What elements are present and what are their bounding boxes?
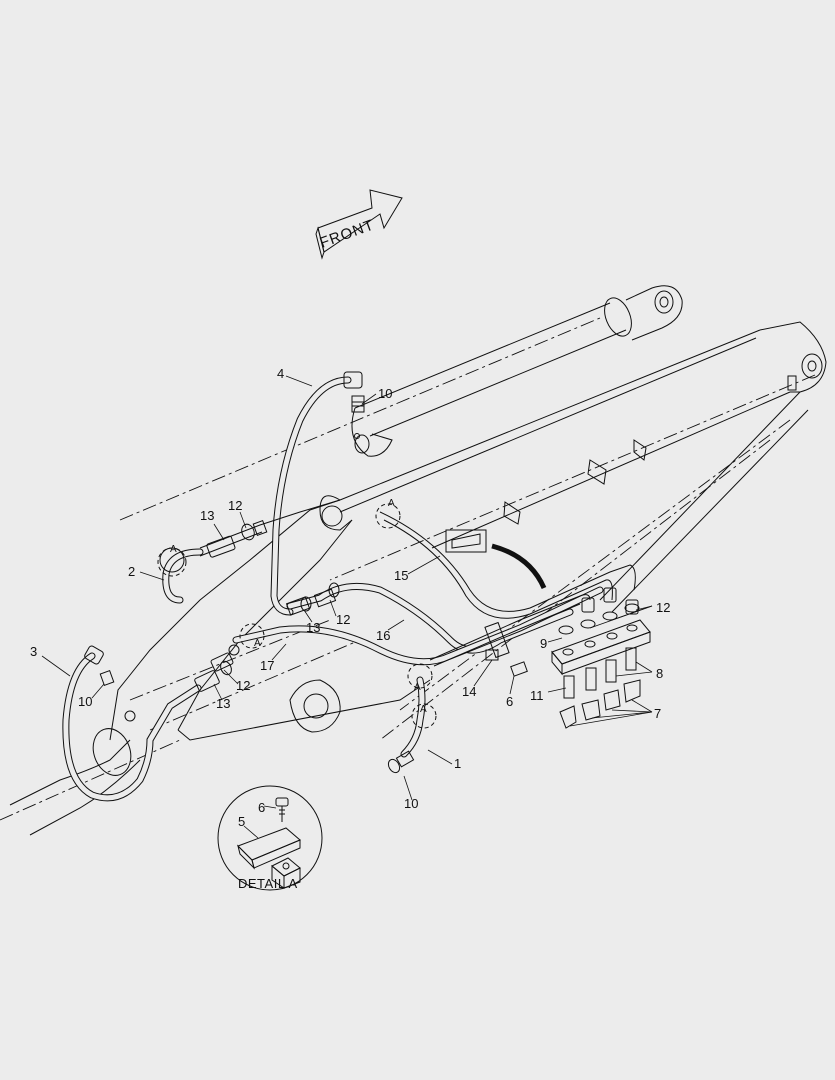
callout-10-left: 10 bbox=[78, 694, 92, 709]
leader-lines bbox=[41, 375, 653, 839]
callout-2: 2 bbox=[128, 564, 135, 579]
callout-labels: 4 10 12 13 2 3 10 12 13 13 12 15 16 17 1… bbox=[30, 366, 670, 829]
callout-10-bottom: 10 bbox=[404, 796, 418, 811]
ref-a-3: A bbox=[254, 638, 261, 649]
callout-13-lower: 13 bbox=[216, 696, 230, 711]
detail-a-label: DETAIL A bbox=[238, 876, 298, 891]
callout-12-middle: 12 bbox=[336, 612, 350, 627]
boom-foot bbox=[0, 710, 181, 836]
manifold-plate bbox=[510, 587, 651, 729]
hose-3 bbox=[62, 644, 240, 802]
callout-6-detail: 6 bbox=[258, 800, 265, 815]
callout-8: 8 bbox=[656, 666, 663, 681]
ref-a-4: A bbox=[414, 682, 421, 693]
callout-12-right: 12 bbox=[656, 600, 670, 615]
callout-14: 14 bbox=[462, 684, 476, 699]
hose-4 bbox=[270, 371, 365, 616]
boom-cylinder bbox=[119, 285, 683, 521]
front-label: FRONT bbox=[318, 216, 377, 251]
callout-11: 11 bbox=[530, 688, 544, 703]
callout-7: 7 bbox=[654, 706, 661, 721]
callout-13-upper: 13 bbox=[200, 508, 214, 523]
ref-a-1: A bbox=[170, 544, 177, 555]
callout-16: 16 bbox=[376, 628, 390, 643]
callout-10-top: 10 bbox=[378, 386, 392, 401]
callout-15: 15 bbox=[394, 568, 408, 583]
callout-4: 4 bbox=[277, 366, 284, 381]
front-arrow: FRONT bbox=[315, 189, 403, 260]
callout-1: 1 bbox=[454, 756, 461, 771]
callout-13-middle: 13 bbox=[306, 620, 320, 635]
callout-9: 9 bbox=[540, 636, 547, 651]
ref-a-5: A bbox=[420, 704, 427, 715]
callout-3: 3 bbox=[30, 644, 37, 659]
ref-a-2: A bbox=[388, 498, 395, 509]
callout-17: 17 bbox=[260, 658, 274, 673]
detail-inset-box bbox=[445, 529, 547, 590]
callout-12-upper: 12 bbox=[228, 498, 242, 513]
pipes bbox=[232, 511, 636, 774]
reference-markers: A A A A A bbox=[157, 498, 437, 729]
hose-2 bbox=[159, 499, 341, 604]
detail-a: DETAIL A bbox=[217, 785, 323, 891]
callout-12-lower: 12 bbox=[236, 678, 250, 693]
callout-5: 5 bbox=[238, 814, 245, 829]
callout-6: 6 bbox=[506, 694, 513, 709]
boom-body bbox=[109, 321, 827, 741]
